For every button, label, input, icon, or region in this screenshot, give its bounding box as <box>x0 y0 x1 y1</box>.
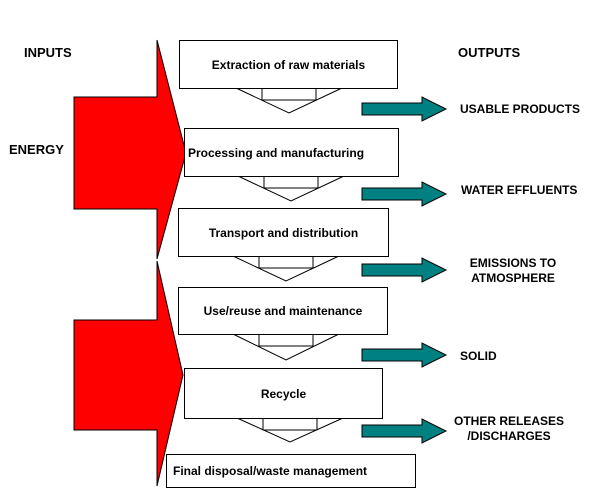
output-arrow-4 <box>361 342 448 368</box>
stage-use-reuse: Use/reuse and maintenance <box>178 287 388 335</box>
output-arrow-5 <box>361 418 448 444</box>
flow-arrow-4 <box>232 333 340 361</box>
stage-label: Final disposal/waste management <box>173 464 368 478</box>
output-label-emissions: EMISSIONS TO ATMOSPHERE <box>469 256 557 285</box>
outputs-header: OUTPUTS <box>458 45 521 60</box>
energy-input-arrow-lower <box>73 260 184 487</box>
stage-processing: Processing and manufacturing <box>184 128 399 177</box>
output-arrow-2 <box>361 181 448 207</box>
output-label-water-effluents: WATER EFFLUENTS <box>461 183 578 197</box>
flow-arrow-1 <box>235 87 343 114</box>
output-label-solid: SOLID <box>460 349 497 363</box>
output-arrow-1 <box>361 96 448 122</box>
output-label-usable-products: USABLE PRODUCTS <box>460 102 581 116</box>
energy-label: ENERGY <box>9 142 64 157</box>
output-label-other-releases: OTHER RELEASES /DISCHARGES <box>453 414 564 443</box>
stage-label: Extraction of raw materials <box>211 57 366 72</box>
stage-label: Recycle <box>260 386 307 401</box>
energy-input-arrow-upper <box>73 39 187 260</box>
flow-arrow-5 <box>236 417 344 443</box>
stage-label: Transport and distribution <box>208 225 359 240</box>
stage-label: Use/reuse and maintenance <box>203 304 363 318</box>
stage-final-disposal: Final disposal/waste management <box>166 454 416 488</box>
flow-arrow-3 <box>232 255 340 282</box>
flow-arrow-2 <box>237 175 345 202</box>
stage-transport: Transport and distribution <box>178 208 389 257</box>
stage-label: Processing and manufacturing <box>188 145 365 160</box>
stage-extraction: Extraction of raw materials <box>179 40 398 89</box>
stage-recycle: Recycle <box>184 368 383 419</box>
output-arrow-3 <box>361 257 448 283</box>
inputs-header: INPUTS <box>24 45 72 60</box>
